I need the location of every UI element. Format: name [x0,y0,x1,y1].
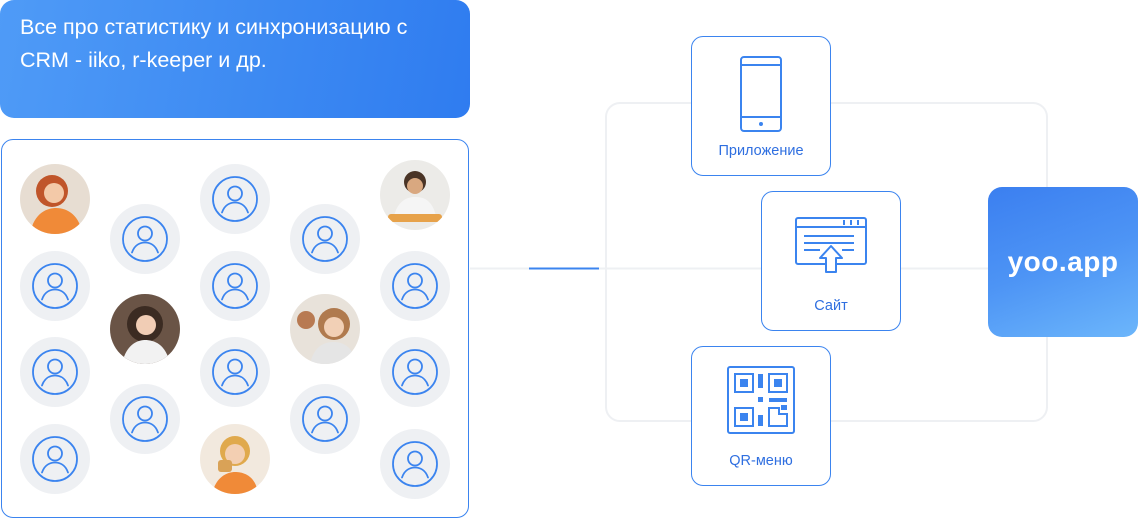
user-avatar [380,251,450,321]
channel-site-card: Сайт [761,191,901,331]
user-avatar [110,384,180,454]
user-avatar [20,337,90,407]
customer-photo [380,160,450,230]
user-avatar [380,337,450,407]
qr-code-icon [727,366,795,434]
channel-app-card: Приложение [691,36,831,176]
user-avatar [290,204,360,274]
channel-app-label: Приложение [718,143,804,159]
user-avatar [200,251,270,321]
customer-photo [200,424,270,494]
customer-photo [20,164,90,234]
user-avatar [290,384,360,454]
channel-qr-card: QR-меню [691,346,831,486]
customer-photo [110,294,180,364]
user-avatar [20,251,90,321]
browser-icon [795,217,867,273]
user-avatar [200,164,270,234]
header-text: Все про статистику и синхронизацию с CRM… [20,15,408,72]
brand-logo: yoo.app [988,187,1138,337]
users-panel [1,139,469,518]
channel-site-label: Сайт [814,298,848,314]
channel-qr-label: QR-меню [729,453,793,469]
header-banner: Все про статистику и синхронизацию с CRM… [0,0,470,118]
user-avatar [110,204,180,274]
user-avatar [380,429,450,499]
phone-icon [740,56,782,132]
user-avatar [200,337,270,407]
brand-name: yoo.app [1007,246,1119,277]
user-avatar [20,424,90,494]
